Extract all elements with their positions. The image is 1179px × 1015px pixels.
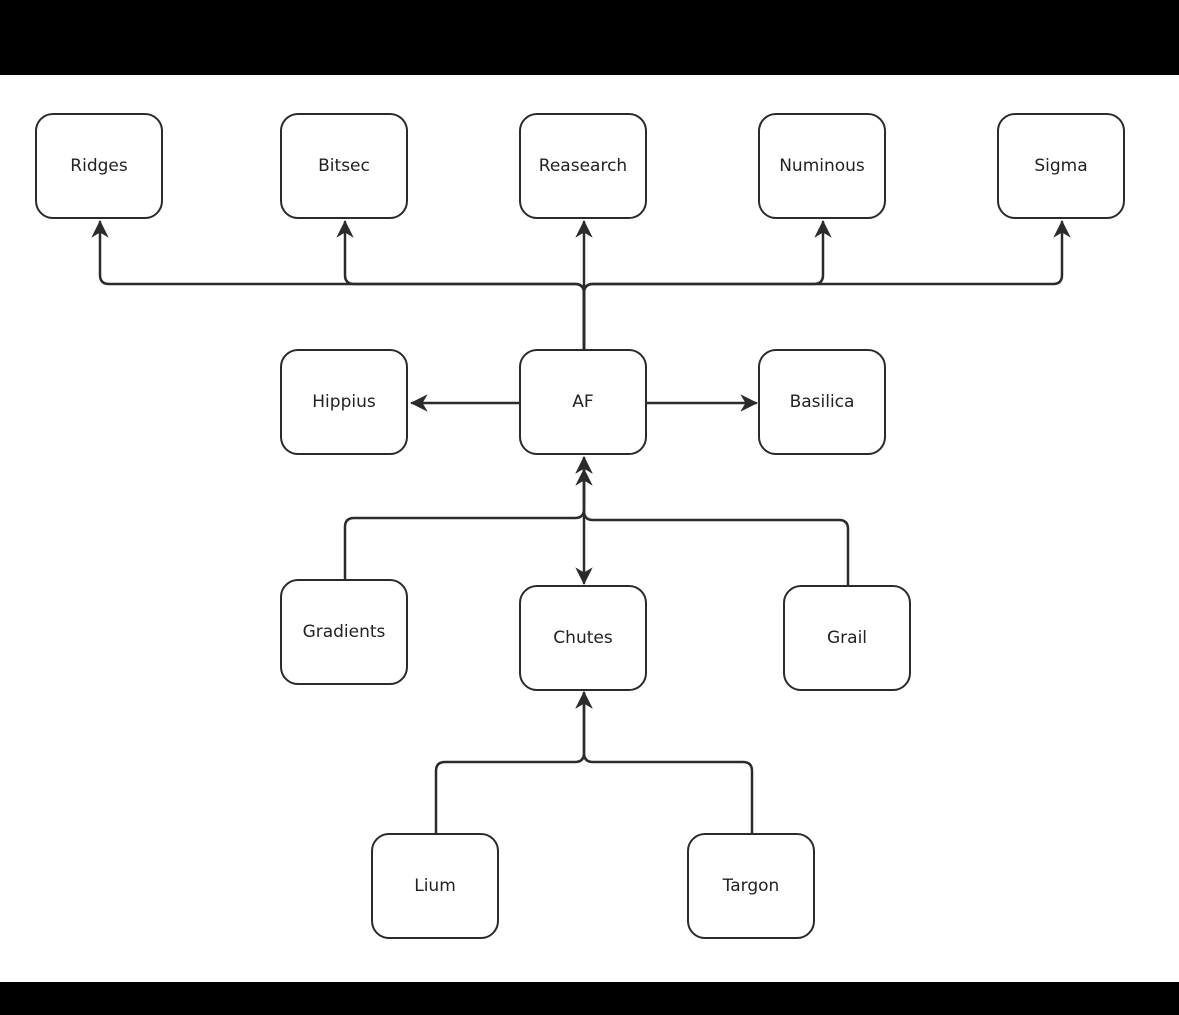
node-hippius: Hippius xyxy=(280,349,408,455)
node-hippius-label: Hippius xyxy=(312,392,376,412)
edge-lium-chutes xyxy=(434,691,593,835)
node-af-label: AF xyxy=(572,392,594,412)
node-numinous: Numinous xyxy=(758,113,886,219)
node-lium-label: Lium xyxy=(414,876,456,896)
edge-af-sigma xyxy=(582,220,1071,351)
node-targon: Targon xyxy=(687,833,815,939)
node-sigma: Sigma xyxy=(997,113,1125,219)
node-lium: Lium xyxy=(371,833,499,939)
edge-grail-af xyxy=(575,456,850,587)
bottom-letterbox-bar xyxy=(0,982,1179,1015)
node-grail: Grail xyxy=(783,585,911,691)
node-bitsec: Bitsec xyxy=(280,113,408,219)
edge-af-ridges xyxy=(91,220,586,351)
node-bitsec-label: Bitsec xyxy=(318,156,370,176)
top-letterbox-bar xyxy=(0,0,1179,75)
edge-af-numinous xyxy=(582,220,832,351)
node-grail-label: Grail xyxy=(826,628,868,648)
node-ridges: Ridges xyxy=(35,113,163,219)
node-basilica-label: Basilica xyxy=(789,392,855,412)
node-chutes: Chutes xyxy=(519,585,647,691)
node-reasearch: Reasearch xyxy=(519,113,647,219)
node-gradients: Gradients xyxy=(280,579,408,685)
edge-af-bitsec xyxy=(336,220,586,351)
node-numinous-label: Numinous xyxy=(779,156,865,176)
edge-targon-chutes xyxy=(575,691,754,835)
node-sigma-label: Sigma xyxy=(1034,156,1088,176)
node-reasearch-label: Reasearch xyxy=(538,156,628,176)
node-basilica: Basilica xyxy=(758,349,886,455)
node-ridges-label: Ridges xyxy=(70,156,128,176)
node-targon-label: Targon xyxy=(722,876,780,896)
edge-gradients-af xyxy=(343,456,593,581)
node-af: AF xyxy=(519,349,647,455)
node-gradients-label: Gradients xyxy=(302,622,386,642)
node-chutes-label: Chutes xyxy=(553,628,613,648)
